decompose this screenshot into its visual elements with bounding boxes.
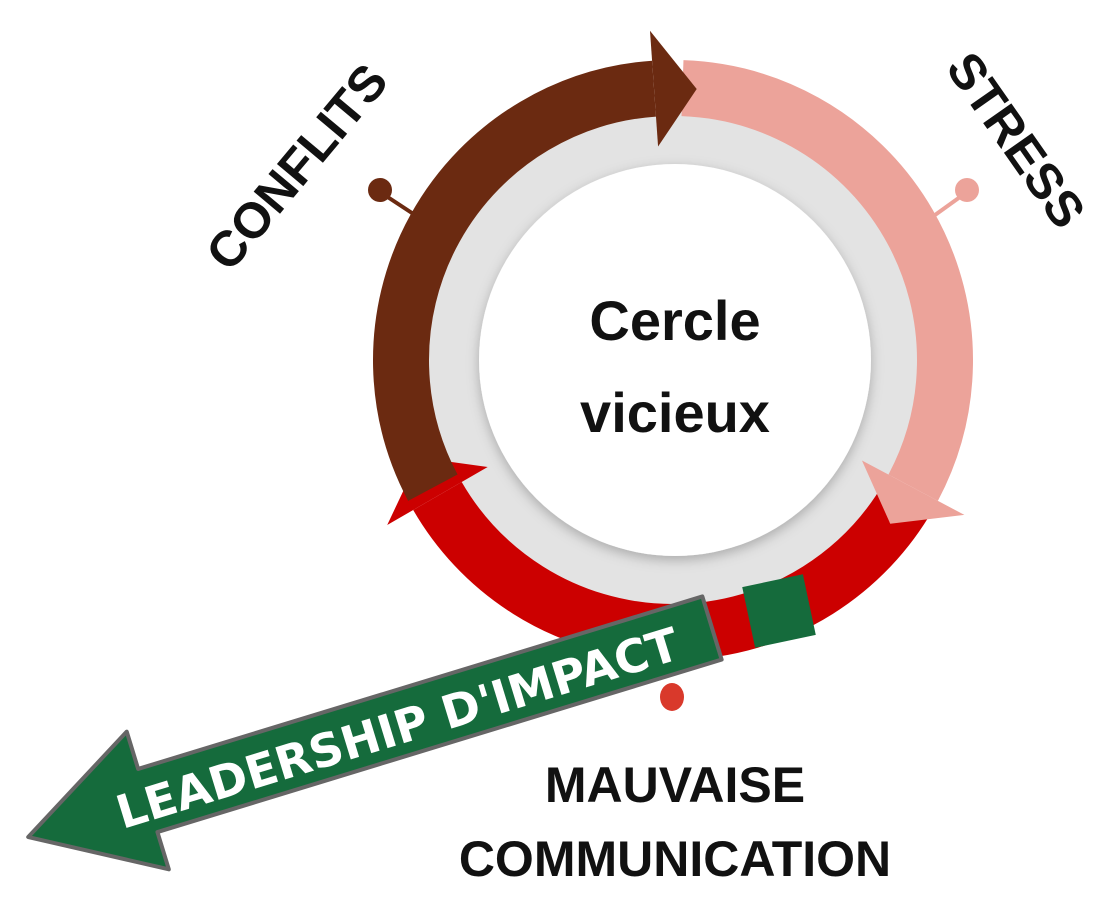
communication-label-line2: COMMUNICATION [459, 831, 891, 887]
stress-arc [681, 60, 973, 501]
center-title-line2: vicieux [580, 381, 770, 444]
stress-label: STRESS [936, 42, 1097, 238]
center-circle [479, 164, 871, 556]
stress-arrowhead [861, 460, 965, 524]
conflits-arc [373, 60, 657, 501]
center-title-line1: Cercle [589, 289, 760, 352]
exit-connector-block [742, 574, 816, 648]
stress-pin [933, 178, 979, 217]
conflits-label: CONFLITS [195, 53, 399, 280]
conflits-pin [368, 178, 417, 217]
communication-label-line1: MAUVAISE [545, 757, 805, 813]
communication-pin [660, 683, 684, 711]
conflits-arrowhead [649, 30, 697, 147]
